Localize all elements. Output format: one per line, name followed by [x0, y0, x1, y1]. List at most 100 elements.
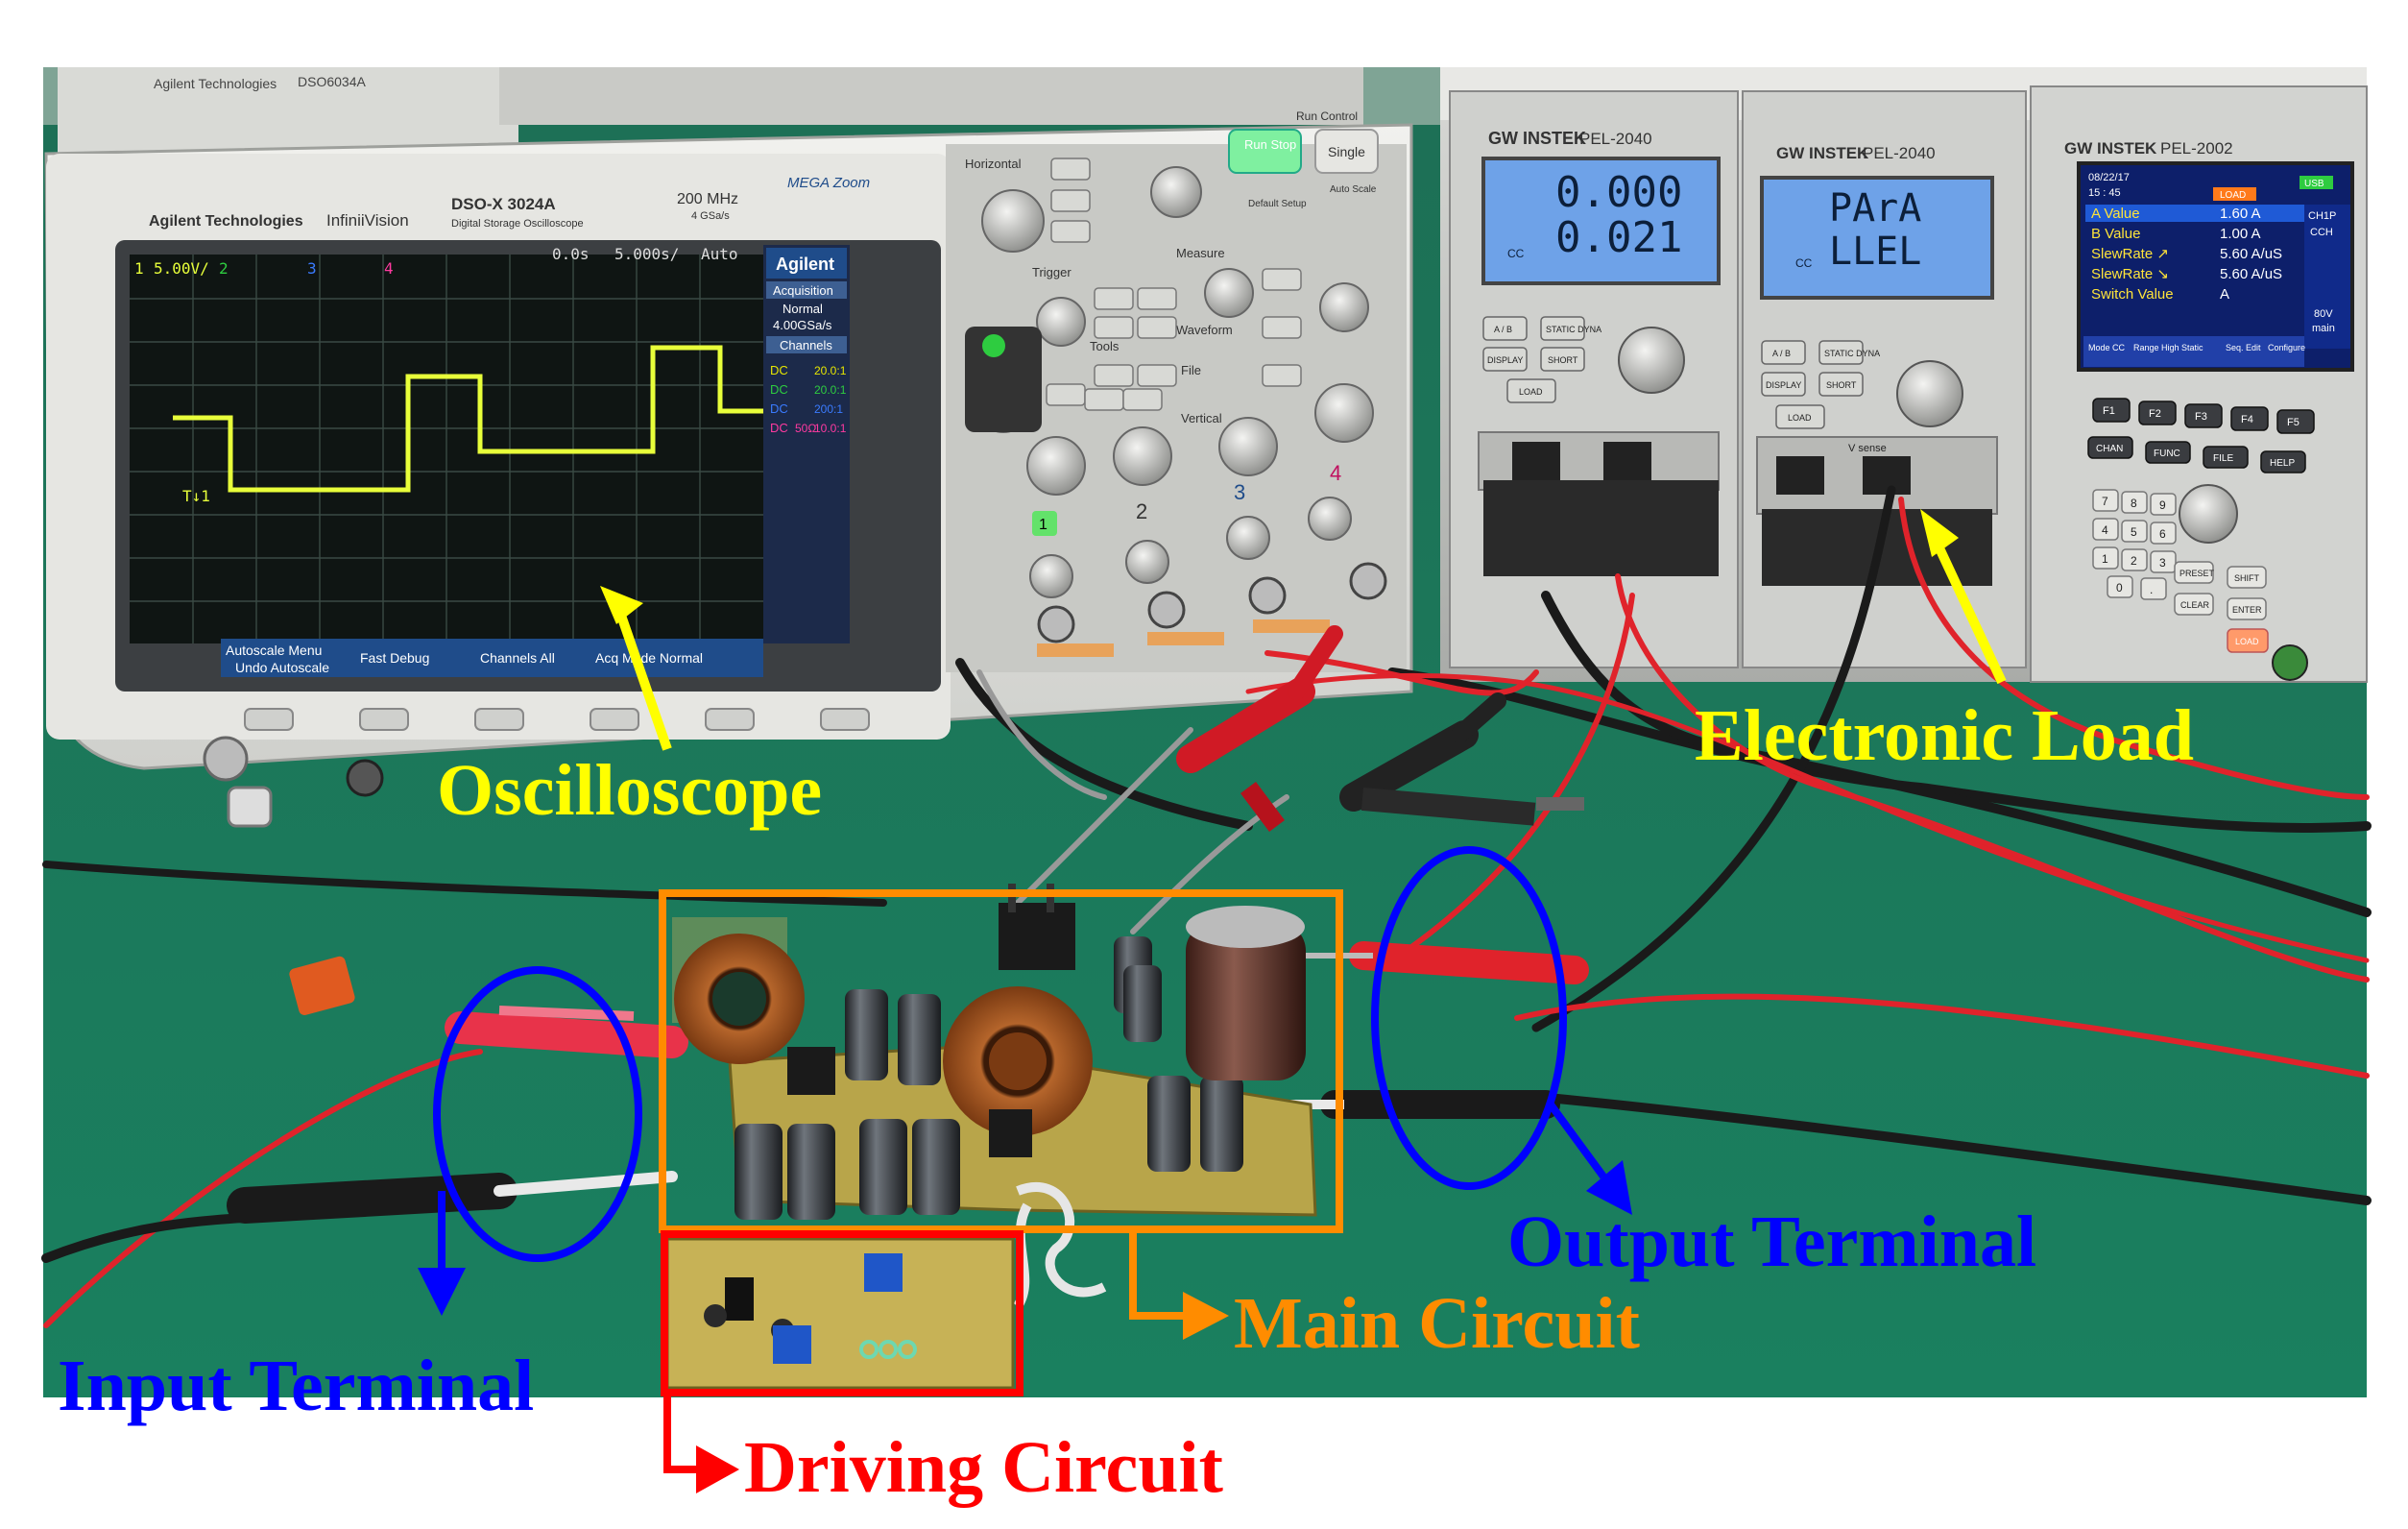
load2-display-line1: PArA: [1829, 186, 1921, 231]
scope-channel-coupling: DC: [770, 401, 788, 416]
scope-channel-ratio: 20.0:1: [814, 383, 847, 397]
softkey-autoscale-menu: Autoscale Menu: [226, 643, 322, 658]
scope-volts-per-div: 5.00V/: [154, 259, 209, 278]
cables: [41, 485, 2372, 1328]
load3-side-cc: CCH: [2310, 227, 2333, 238]
load3-footer-static: Static: [2181, 343, 2203, 352]
scope-run-stop: Run Stop: [1244, 137, 1296, 152]
load3-key-func: FUNC: [2154, 449, 2180, 459]
scope-sample-rate: 4.00GSa/s: [773, 318, 832, 332]
load1-key-display: DISPLAY: [1487, 355, 1523, 365]
scope-single: Single: [1328, 144, 1365, 159]
numpad-key-label: 4: [2102, 523, 2108, 537]
scope-ch2-indicator: 2: [219, 259, 229, 278]
numpad-key: [2121, 491, 2148, 514]
numpad-key-label: 2: [2131, 554, 2137, 568]
scope-channels-header: Channels: [780, 338, 832, 352]
numpad-key-label: 0: [2116, 581, 2123, 595]
load3-key-help: HELP: [2270, 458, 2295, 469]
electronic-load: GW INSTEK PEL-2040 0.000 0.021 CC A / B …: [1440, 67, 2368, 683]
load1-key-short: SHORT: [1548, 355, 1578, 365]
scope-subtitle: Digital Storage Oscilloscope: [451, 218, 584, 230]
numpad-key-label: 1: [2102, 552, 2108, 566]
input-terminal-ellipse: [433, 966, 642, 1262]
softkey-channels: Channels All: [480, 650, 555, 666]
load3-param-name: SlewRate ↗: [2091, 246, 2169, 262]
scope-channel-ratio: 200:1: [814, 402, 843, 416]
load3-usb-flag: USB: [2304, 179, 2324, 189]
load3-load-flag: LOAD: [2220, 190, 2246, 201]
numpad-key-label: .: [2150, 583, 2153, 596]
scope-channel-ratio: 10.0:1: [814, 422, 847, 435]
numpad-key: [2150, 522, 2177, 545]
load3-param-value: 1.00 A: [2220, 226, 2261, 242]
numpad-key-label: 3: [2159, 556, 2166, 570]
numpad-key-label: 6: [2159, 527, 2166, 541]
annotations: [418, 509, 2007, 1493]
scope-file-label: File: [1181, 363, 1201, 377]
load3-date: 08/22/17: [2088, 172, 2130, 183]
load3-brand: GW INSTEK: [2064, 139, 2157, 158]
scope-auto-scale: Auto Scale: [1330, 184, 1377, 195]
svg-text:2: 2: [1136, 499, 1147, 523]
svg-text:Agilent Technologies: Agilent Technologies: [154, 76, 277, 91]
load3-side-main: main: [2312, 323, 2335, 334]
load3-param-value: 1.60 A: [2220, 206, 2261, 222]
load3-param-name: SlewRate ↘: [2091, 266, 2169, 282]
svg-text:3: 3: [1234, 480, 1245, 504]
scope-sample-spec: 4 GSa/s: [691, 210, 730, 222]
driving-circuit-label: Driving Circuit: [744, 1427, 1223, 1508]
load3-key-enter: ENTER: [2232, 605, 2262, 615]
load3-param-value: A: [2220, 286, 2229, 303]
load3-f3: F3: [2195, 411, 2207, 423]
load3-param-value: 5.60 A/uS: [2220, 266, 2282, 282]
load1-display-line1: 0.000: [1555, 168, 1682, 217]
top-scope-model: DSO6034A: [298, 74, 366, 89]
scope-channel-coupling: DC: [770, 363, 788, 377]
scope-channel-coupling: DC: [770, 382, 788, 397]
numpad-key-label: 8: [2131, 497, 2137, 510]
load2-key-static: STATIC DYNA: [1824, 349, 1880, 358]
load3-param-name: B Value: [2091, 226, 2140, 242]
scope-run-control: Run Control: [1296, 109, 1358, 123]
oscilloscope-label: Oscilloscope: [437, 750, 823, 831]
load3-key-clear: CLEAR: [2180, 600, 2210, 610]
scope-acquisition-header: Acquisition: [773, 283, 833, 298]
load3-key-preset: PRESET: [2179, 569, 2215, 578]
svg-text:4: 4: [1330, 461, 1341, 485]
scope-acq-mode: Normal: [783, 302, 823, 316]
output-terminal-ellipse: [1371, 846, 1567, 1190]
numpad-key: [2140, 577, 2167, 600]
svg-text:0.0s: 0.0s: [552, 245, 590, 263]
scope-horizontal-label: Horizontal: [965, 157, 1022, 171]
load3-key-load: LOAD: [2235, 637, 2259, 646]
oscilloscope-trace: [173, 345, 763, 493]
numpad-key: [2107, 575, 2133, 598]
load3-f2: F2: [2149, 408, 2161, 420]
load3-param-name: A Value: [2091, 206, 2140, 222]
load3-footer-seq: Seq. Edit: [2226, 343, 2261, 352]
load2-model: PEL-2040: [1863, 144, 1936, 162]
numpad-key: [2150, 550, 2177, 573]
load2-display-line2: LLEL: [1829, 230, 1921, 274]
load1-key-static: STATIC DYNA: [1546, 325, 1601, 334]
numpad-key: [2092, 546, 2119, 570]
load2-key-ab: A / B: [1772, 349, 1791, 358]
scope-bandwidth: 200 MHz: [677, 191, 738, 207]
numpad-key-label: 7: [2102, 495, 2108, 508]
load3-f1: F1: [2103, 405, 2115, 417]
load1-mode: CC: [1507, 247, 1525, 260]
scope-megazoom: MEGA Zoom: [787, 175, 870, 191]
scope-brand: Agilent Technologies: [149, 213, 303, 230]
scope-series: InfiniiVision: [326, 211, 409, 230]
svg-text:T↓1: T↓1: [182, 487, 210, 505]
load2-v-sense: V sense: [1848, 443, 1887, 454]
scope-trigger-mode: Auto: [701, 245, 738, 263]
scope-default-setup: Default Setup: [1248, 199, 1307, 209]
load2-key-display: DISPLAY: [1766, 380, 1801, 390]
output-terminal-label: Output Terminal: [1507, 1201, 2037, 1282]
numpad-key: [2092, 518, 2119, 541]
load3-footer-range: Range High: [2133, 343, 2179, 352]
load2-brand: GW INSTEK: [1776, 144, 1869, 162]
